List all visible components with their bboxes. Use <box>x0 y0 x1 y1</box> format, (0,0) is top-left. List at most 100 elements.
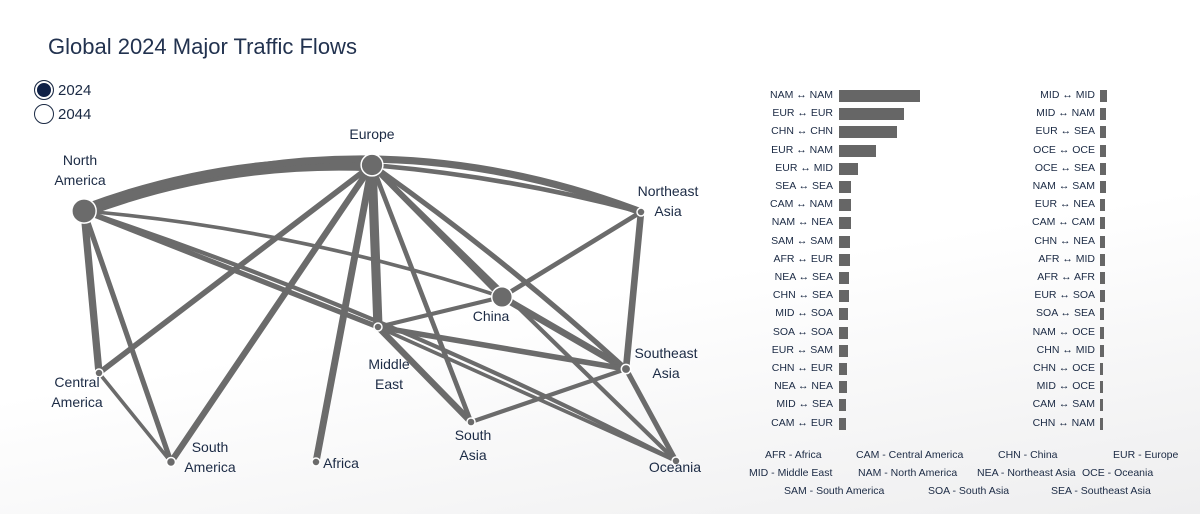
bar-label: AFR ↔ AFR <box>1037 271 1095 283</box>
legend-abbreviation: SEA - Southeast Asia <box>1051 485 1151 497</box>
node-afr[interactable] <box>311 457 321 467</box>
node-label-line: North <box>63 152 97 168</box>
bar[interactable] <box>1100 326 1104 339</box>
bar[interactable] <box>839 126 897 139</box>
bar[interactable] <box>1100 90 1107 102</box>
bar[interactable] <box>839 399 846 412</box>
radio-option-2024[interactable]: 2024 <box>34 80 91 100</box>
bar[interactable] <box>1100 344 1104 357</box>
bar-label: AFR ↔ MID <box>1038 252 1095 265</box>
bar-label: CHN ↔ OCE <box>1033 362 1095 374</box>
node-mid[interactable] <box>373 322 383 332</box>
bar[interactable] <box>1100 144 1106 157</box>
bar[interactable] <box>1100 108 1106 121</box>
node-label-line: South <box>455 427 492 443</box>
bar-label: SOA ↔ SEA <box>1036 307 1095 320</box>
legend-abbreviation: OCE - Oceania <box>1082 467 1154 479</box>
bar[interactable] <box>839 417 846 430</box>
node-oce[interactable] <box>671 456 681 466</box>
bar[interactable] <box>839 108 904 121</box>
bar[interactable] <box>1100 162 1106 175</box>
legend-abbreviation: SAM - South America <box>784 485 885 497</box>
flow-link-eur-sam <box>167 161 376 466</box>
bar-label: NEA ↔ NEA <box>774 380 833 393</box>
bar[interactable] <box>1100 417 1103 430</box>
bar[interactable] <box>1100 181 1106 193</box>
radio-unselected-icon[interactable] <box>34 104 54 124</box>
node-label-line: Europe <box>349 126 394 142</box>
bar[interactable] <box>1100 272 1105 284</box>
bar[interactable] <box>839 217 851 230</box>
node-label-line: Oceania <box>649 459 701 475</box>
node-label-line: Asia <box>652 365 679 381</box>
bar[interactable] <box>839 326 848 339</box>
bar[interactable] <box>1100 253 1105 266</box>
flow-link-eur-soa <box>369 162 474 425</box>
bar[interactable] <box>839 181 851 193</box>
node-label-line: Southeast <box>634 345 697 361</box>
bar[interactable] <box>839 344 848 357</box>
bar[interactable] <box>1100 199 1105 212</box>
legend-abbreviation: EUR - Europe <box>1113 449 1179 461</box>
bar[interactable] <box>839 363 847 375</box>
bar-label: CAM ↔ NAM <box>770 198 833 211</box>
bar[interactable] <box>839 144 876 157</box>
node-soa[interactable] <box>466 417 476 427</box>
node-eur[interactable] <box>360 153 384 177</box>
bar-label: SEA ↔ SEA <box>775 180 833 192</box>
bar[interactable] <box>839 199 851 212</box>
node-nam[interactable] <box>71 198 97 224</box>
node-sea[interactable] <box>620 363 632 375</box>
bar-label: CAM ↔ SAM <box>1032 398 1095 411</box>
bar[interactable] <box>839 162 858 175</box>
radio-option-2044[interactable]: 2044 <box>34 104 91 124</box>
bar[interactable] <box>1100 126 1106 139</box>
legend-abbreviation: NAM - North America <box>858 467 958 479</box>
flow-link-cam-nam <box>80 207 103 377</box>
bar[interactable] <box>839 272 849 284</box>
legend-abbreviation: SOA - South Asia <box>928 485 1010 497</box>
node-chn[interactable] <box>490 285 514 309</box>
bar[interactable] <box>839 90 920 102</box>
bar[interactable] <box>1100 290 1105 303</box>
bar[interactable] <box>1100 399 1103 412</box>
flow-link-chn-mid <box>375 294 505 330</box>
chart-title: Global 2024 Major Traffic Flows <box>48 34 357 59</box>
node-label-afr: Africa <box>323 455 359 471</box>
bar[interactable] <box>1100 308 1104 321</box>
bar[interactable] <box>1100 381 1103 394</box>
bar[interactable] <box>1100 235 1105 248</box>
node-label-line: Africa <box>323 455 359 471</box>
bar[interactable] <box>839 253 850 266</box>
bar-label: CHN ↔ CHN <box>771 125 833 138</box>
node-sam[interactable] <box>165 456 177 468</box>
flow-link-mid-sea <box>375 324 629 372</box>
bar-label: EUR ↔ NAM <box>771 143 833 156</box>
node-label-line: Middle <box>368 356 409 372</box>
node-label-line: China <box>473 308 510 324</box>
bar-label: OCE ↔ SEA <box>1034 161 1095 174</box>
node-label-line: East <box>375 376 403 392</box>
legend-abbreviation: MID - Middle East <box>749 467 833 479</box>
node-label-line: America <box>184 459 236 475</box>
node-cam[interactable] <box>94 368 104 378</box>
bar[interactable] <box>839 308 848 321</box>
legend-abbreviation: CHN - China <box>998 449 1058 461</box>
bar[interactable] <box>839 381 847 394</box>
bar-label: EUR ↔ SAM <box>771 343 833 356</box>
node-label-eur: Europe <box>349 126 394 142</box>
bar[interactable] <box>839 290 849 303</box>
bar-label: MID ↔ MID <box>1040 89 1095 101</box>
bar[interactable] <box>1100 363 1103 375</box>
node-nea[interactable] <box>636 207 646 217</box>
bar-label: MID ↔ NAM <box>1036 107 1095 120</box>
node-label-line: America <box>51 394 103 410</box>
bar[interactable] <box>1100 217 1105 230</box>
bar-label: CAM ↔ CAM <box>1032 216 1095 229</box>
bar[interactable] <box>839 235 850 248</box>
radio-selected-icon[interactable] <box>34 80 54 100</box>
